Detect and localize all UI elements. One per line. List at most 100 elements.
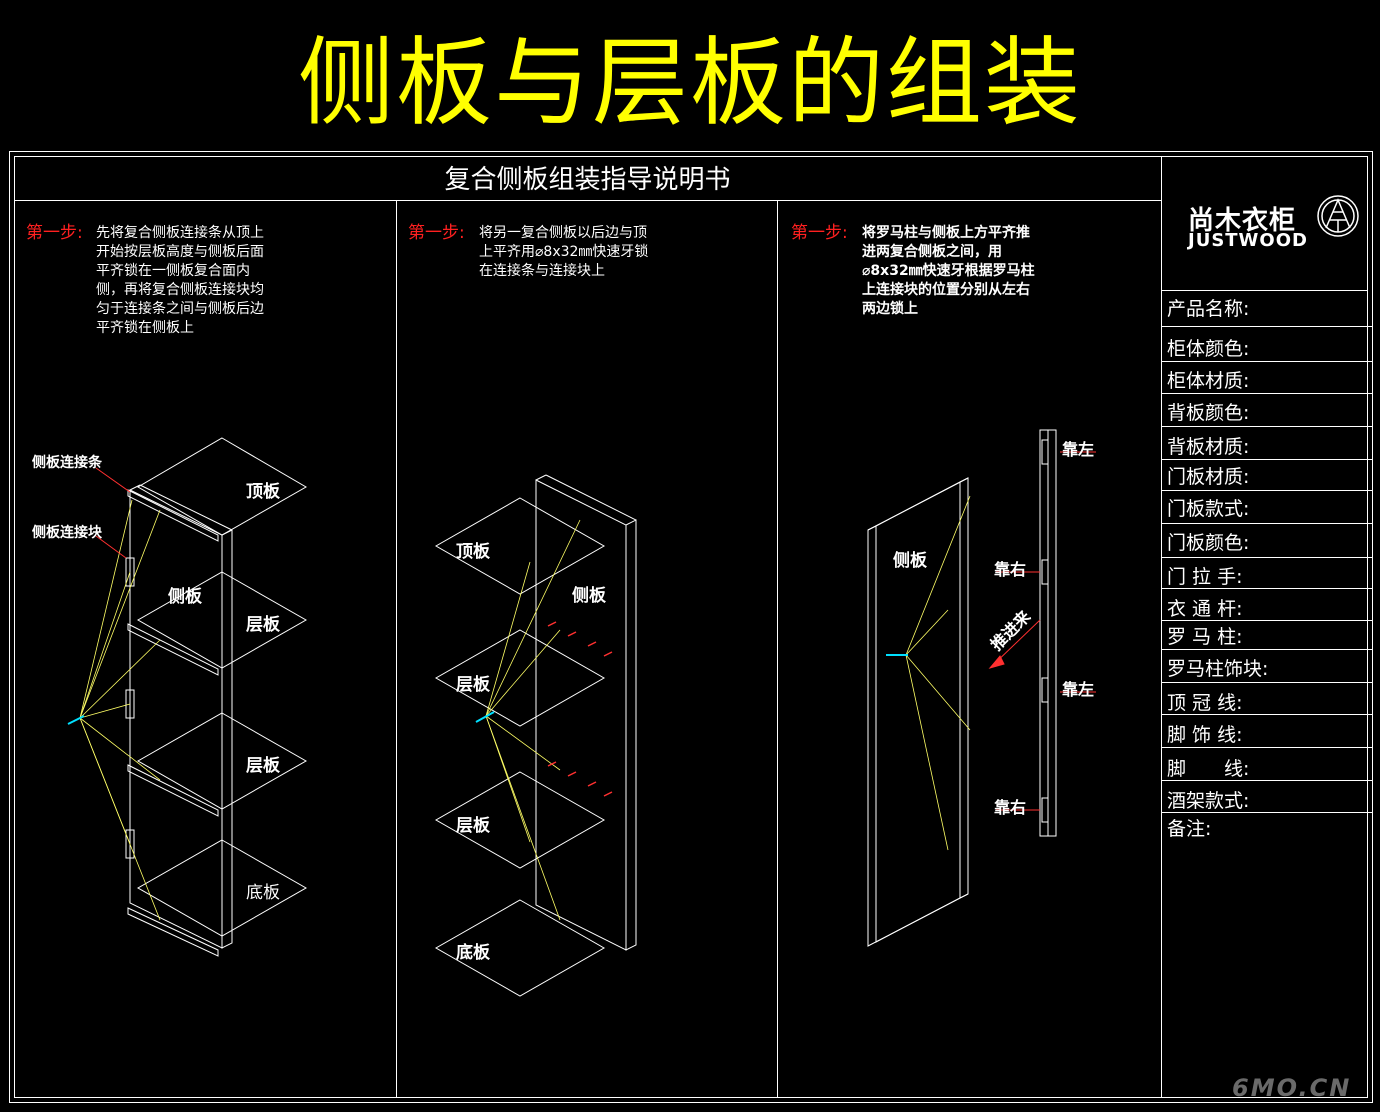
label-shelf: 层板	[456, 816, 490, 836]
label-top-shelf: 顶板	[456, 542, 490, 562]
diagram-1-shelf	[136, 712, 308, 810]
spec-row-divider	[1161, 326, 1373, 327]
spec-row-divider	[1161, 780, 1373, 781]
spec-field-label: 柜体材质:	[1167, 370, 1250, 392]
spec-row-divider	[1161, 682, 1373, 683]
step-3-line: 上连接块的位置分别从左右	[862, 282, 1030, 298]
spec-field-label: 脚 饰 线:	[1167, 724, 1243, 746]
spec-field-label: 柜体颜色:	[1167, 338, 1250, 360]
drawing-inner-frame	[14, 156, 1368, 1098]
diagram-2-top-shelf	[434, 497, 606, 595]
diagram-2-shelf	[434, 629, 606, 727]
spec-row-divider	[1161, 620, 1373, 621]
step-2-line: 在连接条与连接块上	[479, 263, 605, 279]
spec-panel-divider	[1161, 156, 1162, 1098]
screw-markers	[547, 621, 613, 797]
label-right-side: 靠右	[994, 798, 1027, 817]
spec-field-label: 罗马柱饰块:	[1167, 658, 1269, 680]
leader-arrows	[95, 451, 1096, 811]
spec-field-label: 门板颜色:	[1167, 532, 1250, 554]
diagram-1-connector-block	[125, 557, 135, 859]
step-3-line: ⌀8x32㎜快速牙根据罗马柱	[862, 263, 1035, 279]
spec-row-divider	[1161, 426, 1373, 427]
step-1-line: 先将复合侧板连接条从顶上	[96, 225, 264, 241]
spec-field-label: 脚 线:	[1167, 758, 1250, 780]
step-2-line: 上平齐用⌀8x32㎜快速牙锁	[479, 244, 649, 260]
spec-field-label: 顶 冠 线:	[1167, 692, 1243, 714]
label-right-side: 靠右	[994, 560, 1027, 579]
label-shelf: 层板	[246, 615, 280, 635]
label-bottom-shelf: 底板	[246, 883, 280, 903]
watermark: 6MO.CN	[1232, 1074, 1352, 1102]
step-1-line: 开始按层板高度与侧板后面	[96, 244, 264, 260]
label-shelf: 层板	[456, 675, 490, 695]
callout-connector-block: 侧板连接块	[32, 525, 102, 541]
spec-row-divider	[1161, 557, 1373, 558]
diagram-3-side-panel	[867, 477, 969, 947]
label-left-side: 靠左	[1062, 440, 1095, 459]
diagram-2-side-panel	[535, 474, 637, 951]
label-left-side: 靠左	[1062, 680, 1095, 699]
step-3-line: 将罗马柱与侧板上方平齐推	[862, 225, 1030, 241]
spec-row-divider	[1161, 649, 1373, 650]
guide-lines	[79, 495, 971, 921]
spec-row-divider	[1161, 459, 1373, 460]
spec-field-label: 酒架款式:	[1167, 790, 1250, 812]
diagram-2-bottom-shelf	[434, 899, 606, 997]
document-title: 复合侧板组装指导说明书	[444, 165, 731, 195]
spec-field-label: 衣 通 杆:	[1167, 598, 1243, 620]
step-1-label: 第一步:	[26, 223, 83, 243]
diagram-1-bottom-shelf	[136, 839, 308, 937]
spec-field-label: 门 拉 手:	[1167, 566, 1243, 588]
label-shelf: 层板	[246, 756, 280, 776]
label-bottom-shelf: 底板	[456, 943, 490, 963]
step-3-line: 两边锁上	[862, 301, 918, 317]
spec-field-label: 产品名称:	[1167, 298, 1250, 320]
drawing-sheet-border	[9, 151, 1373, 1103]
spec-field-label: 门板款式:	[1167, 498, 1250, 520]
column-divider-2	[777, 200, 778, 1098]
spec-field-label: 背板颜色:	[1167, 402, 1250, 424]
title-row-divider	[14, 200, 1161, 201]
spec-row-divider	[1161, 393, 1373, 394]
callout-connector-strip: 侧板连接条	[32, 455, 102, 471]
step-1-line: 侧，再将复合侧板连接块均	[96, 282, 264, 298]
label-top-shelf: 顶板	[246, 482, 280, 502]
screw-icon	[67, 654, 908, 725]
main-title: 侧板与层板的组装	[298, 27, 1082, 139]
step-2-label: 第一步:	[408, 223, 465, 243]
brand-name-en: JUSTWOOD	[1188, 230, 1308, 251]
diagram-2-shelf	[434, 771, 606, 869]
spec-divider-top	[1161, 290, 1368, 291]
label-side-panel: 侧板	[893, 551, 927, 571]
step-2-line: 将另一复合侧板以后边与顶	[479, 225, 647, 241]
diagram-1-top-shelf	[137, 437, 307, 536]
diagram-1-connector-strip	[127, 489, 219, 957]
spec-field-label: 罗 马 柱:	[1167, 626, 1243, 648]
step-1-text: 先将复合侧板连接条从顶上 开始按层板高度与侧板后面 平齐锁在一侧板复合面内 侧，…	[96, 224, 264, 338]
brand-name-cn: 尚木衣柜	[1188, 206, 1297, 236]
label-side-panel: 侧板	[168, 587, 202, 607]
spec-field-label: 门板材质:	[1167, 466, 1250, 488]
step-3-line: 进两复合侧板之间，用	[862, 244, 1002, 260]
spec-row-divider	[1161, 490, 1373, 491]
spec-row-divider	[1161, 361, 1373, 362]
spec-row-divider	[1161, 523, 1373, 524]
step-3-text: 将罗马柱与侧板上方平齐推 进两复合侧板之间，用 ⌀8x32㎜快速牙根据罗马柱 上…	[862, 224, 1035, 319]
step-2-text: 将另一复合侧板以后边与顶 上平齐用⌀8x32㎜快速牙锁 在连接条与连接块上	[479, 224, 648, 281]
step-1-line: 平齐锁在一侧板复合面内	[96, 263, 250, 279]
column-divider-1	[396, 200, 397, 1098]
spec-row-divider	[1161, 714, 1373, 715]
spec-row-divider	[1161, 812, 1373, 813]
label-side-panel: 侧板	[572, 586, 606, 606]
diagram-3-roman-column	[1039, 429, 1057, 837]
spec-field-label: 背板材质:	[1167, 436, 1250, 458]
spec-row-divider	[1161, 588, 1373, 589]
step-1-line: 平齐锁在侧板上	[96, 320, 194, 336]
diagram-1-shelf	[136, 571, 308, 669]
spec-row-divider	[1161, 747, 1373, 748]
spec-field-label: 备注:	[1167, 818, 1212, 840]
step-3-label: 第一步:	[791, 223, 848, 243]
step-1-line: 匀于连接条之间与侧板后边	[96, 301, 264, 317]
